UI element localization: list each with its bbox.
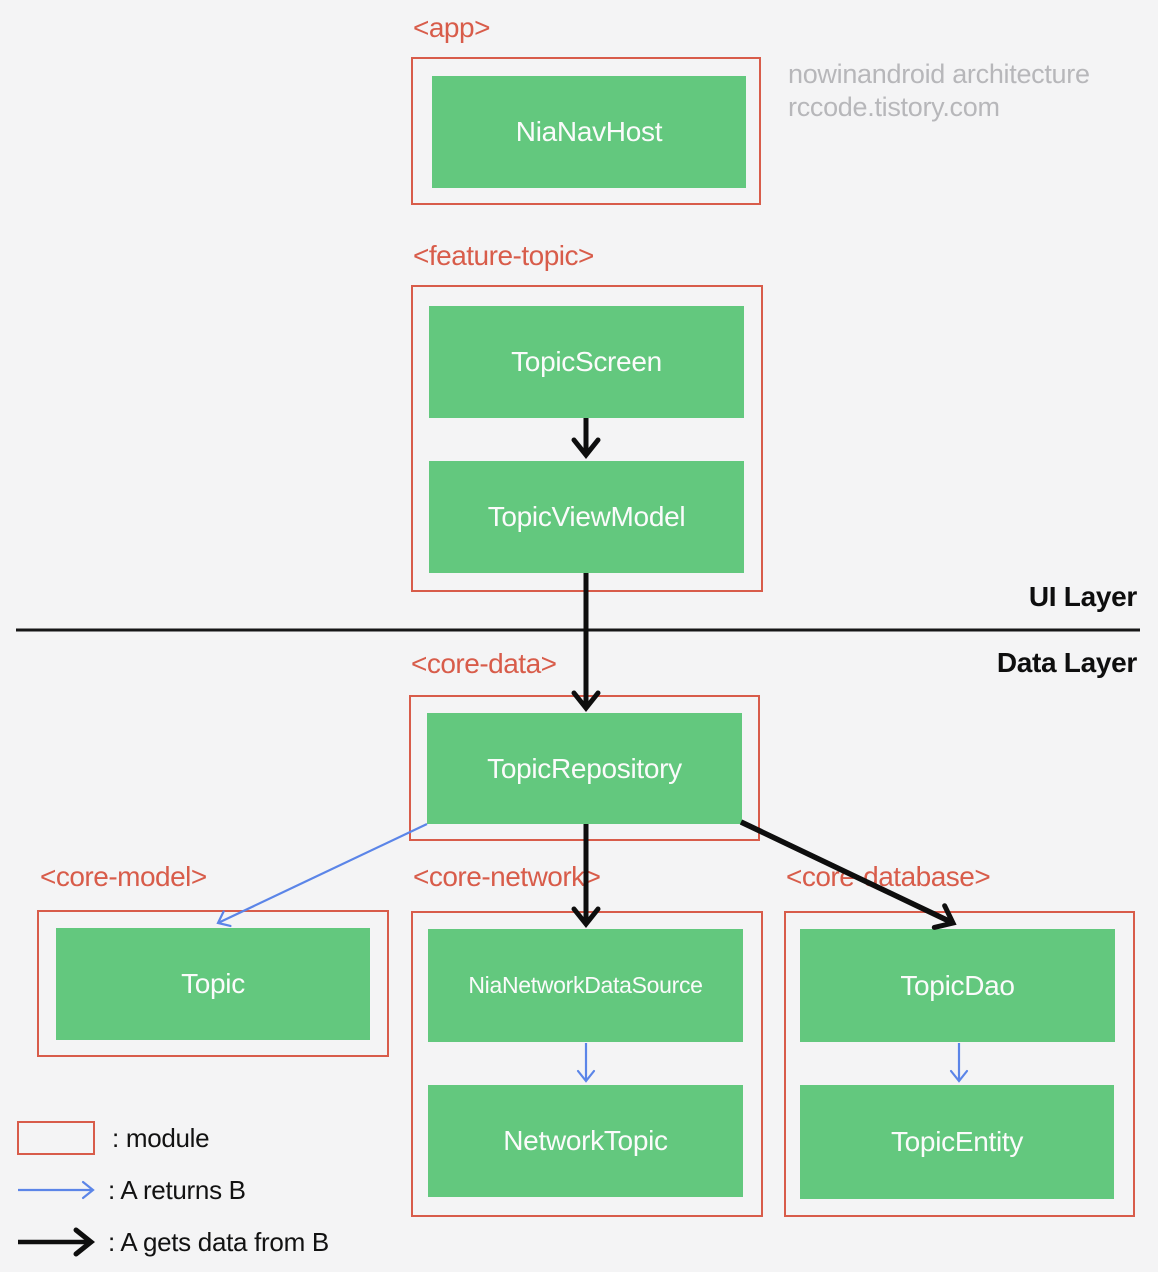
node-nianavhost: NiaNavHost [432, 76, 746, 188]
node-topic: Topic [56, 928, 370, 1040]
black-arrow-icon [18, 1227, 96, 1257]
module-box-core-model [37, 910, 389, 1057]
module-box-app [411, 57, 761, 205]
module-tag-core-database: <core-database> [786, 861, 991, 892]
node-topicdao: TopicDao [800, 929, 1115, 1042]
node-topicviewmodel: TopicViewModel [429, 461, 744, 573]
module-tag-core-network: <core-network> [413, 861, 601, 892]
node-nianetworkdatasource: NiaNetworkDataSource [428, 929, 743, 1042]
ui-layer-label: UI Layer [1028, 581, 1137, 612]
watermark-line1: nowinandroid architecture [788, 59, 1090, 89]
legend-row-returns: : A returns B [17, 1173, 246, 1207]
node-topicscreen: TopicScreen [429, 306, 744, 418]
legend-gets-data-label: : A gets data from B [108, 1226, 329, 1257]
watermark: nowinandroid architecture rccode.tistory… [788, 58, 1090, 124]
module-tag-feature-topic: <feature-topic> [413, 240, 594, 271]
node-topicentity: TopicEntity [800, 1085, 1114, 1199]
blue-arrow-icon [18, 1180, 95, 1200]
module-tag-core-model: <core-model> [40, 861, 207, 892]
module-box-core-database [784, 911, 1135, 1217]
legend-returns-label: : A returns B [108, 1174, 246, 1205]
node-topicrepository: TopicRepository [427, 713, 742, 824]
legend-module-label: : module [112, 1122, 210, 1153]
data-layer-label: Data Layer [996, 647, 1137, 678]
arrow-topicrepository-returns-topic [216, 823, 428, 928]
module-swatch-icon [17, 1121, 95, 1155]
legend-row-gets-data: : A gets data from B [17, 1225, 329, 1259]
node-networktopic: NetworkTopic [428, 1085, 743, 1197]
module-tag-core-data: <core-data> [411, 648, 557, 679]
legend-row-module: : module [17, 1121, 210, 1155]
module-tag-app: <app> [413, 12, 490, 43]
watermark-line2: rccode.tistory.com [788, 92, 1000, 122]
